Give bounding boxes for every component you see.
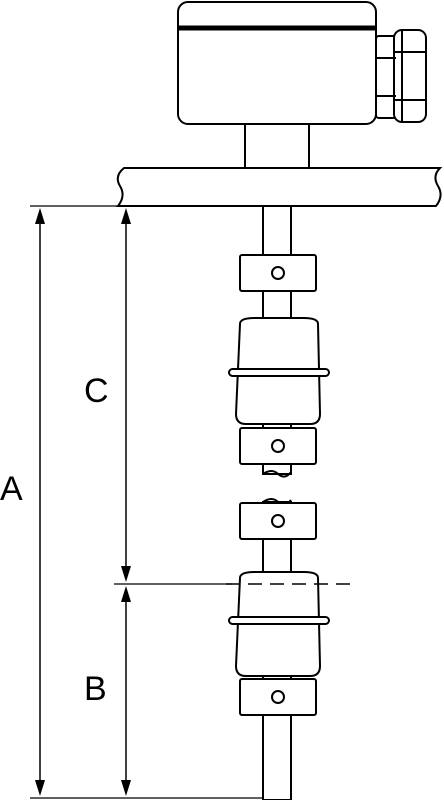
dimension-label-c: C (84, 372, 109, 410)
float-seam-1 (228, 368, 330, 377)
float-upper (228, 254, 330, 465)
float-seam-2 (228, 616, 330, 625)
set-screw-1 (271, 266, 285, 280)
housing-neck (244, 123, 310, 169)
set-screw-4 (271, 690, 285, 704)
extension-lines (30, 205, 263, 799)
set-screw-3 (271, 514, 285, 528)
set-screw-2 (271, 439, 285, 453)
housing-body (177, 1, 377, 125)
float-lower (228, 502, 330, 716)
cable-gland-body (393, 29, 427, 123)
dimension-label-b: B (84, 670, 107, 708)
dimension-label-a: A (0, 470, 23, 508)
dimension-a (35, 208, 45, 796)
dimension-b (121, 586, 131, 796)
housing (177, 1, 427, 125)
stem-break-upper (262, 470, 292, 478)
mounting-flange (115, 167, 443, 207)
dimension-c (121, 208, 131, 582)
